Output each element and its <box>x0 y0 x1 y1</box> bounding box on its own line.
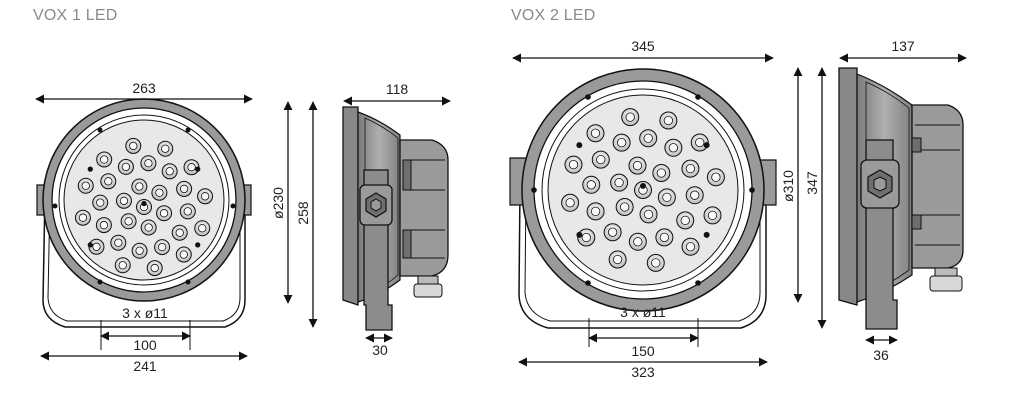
vox1-front-width-label: 263 <box>132 80 156 96</box>
vox2-led-lens <box>707 210 718 221</box>
vox2-bracket-thickness-label: 36 <box>873 347 889 363</box>
vox2-led-lens <box>695 137 705 148</box>
vox1-led-lens <box>81 181 90 190</box>
vox1-led-lens <box>135 182 144 191</box>
vox2-led-lens <box>659 232 670 243</box>
vox1-dimensions: 263 ø230 258 3 x ø11 100 241 <box>35 80 318 374</box>
vox1-led-lens <box>198 224 207 233</box>
vox2-led-lens <box>663 115 674 126</box>
vox1-led-lens <box>187 163 196 172</box>
vox1-led-lens <box>121 162 131 172</box>
vox2-bracket-width-label: 323 <box>631 364 655 380</box>
vox1-led-lens <box>129 141 138 151</box>
vox1-side-dimensions: 118 30 <box>343 81 451 358</box>
vox2-led-lens <box>614 177 624 188</box>
vox2-led-lens <box>656 168 666 178</box>
vox2-led-lens <box>643 133 653 143</box>
vox2-led-array <box>561 108 725 272</box>
vox1-led-lens <box>179 250 188 259</box>
vox2-diameter-label: ø310 <box>780 170 796 202</box>
vox1-led-lens <box>135 246 144 255</box>
vox1-led-lens <box>150 263 159 273</box>
vox2-led-lens <box>643 209 654 220</box>
vox2-marker-dot <box>640 182 646 189</box>
vox2-led-lens <box>625 112 635 122</box>
vox2-led-lens <box>616 137 627 148</box>
vox1-led-lens <box>159 209 169 218</box>
vox1-led-lens <box>155 188 164 197</box>
vox2-front-view <box>509 68 777 329</box>
vox2-height-label: 347 <box>804 171 820 195</box>
vox2-led-lens <box>662 192 672 203</box>
vox1-marker-dot <box>141 200 147 207</box>
vox1-led-lens <box>144 159 153 168</box>
vox2-led-lens <box>581 232 591 243</box>
vox1-bracket-width-label: 241 <box>133 358 157 374</box>
vox1-side-depth-label: 118 <box>386 81 409 97</box>
vox1-led-lens <box>183 207 192 216</box>
vox2-led-lens <box>596 154 606 165</box>
vox1-led-lens <box>100 155 109 164</box>
vox2-led-lens <box>620 202 630 212</box>
vox1-height-label: 258 <box>295 201 311 225</box>
vox1-led-lens <box>144 223 153 232</box>
vox2-title: VOX 2 LED <box>511 7 596 24</box>
vox1-led-lens <box>99 220 109 230</box>
vox1-led-lens <box>114 238 123 247</box>
vox2-marker-dot <box>576 142 583 149</box>
vox1-marker-dot <box>195 242 201 248</box>
vox2-led-lens <box>685 242 696 252</box>
vox2-marker-dot <box>703 142 710 149</box>
vox1-led-lens <box>118 261 127 270</box>
vox2-marker-dot <box>576 231 583 238</box>
vox1-led-lens <box>165 167 174 176</box>
vox2-led-lens <box>590 128 601 138</box>
vox2-side-view <box>838 67 964 330</box>
vox1-title: VOX 1 LED <box>33 7 118 24</box>
vox1-diameter-label: ø230 <box>270 187 286 219</box>
vox1-led-lens <box>179 184 189 194</box>
vox2-led-lens <box>612 254 623 265</box>
vox1-hole-spacing-label: 100 <box>133 337 157 353</box>
vox1-holes-label: 3 x ø11 <box>122 305 168 321</box>
vox1-led-lens <box>78 213 88 222</box>
vox2-led-lens <box>586 180 596 190</box>
vox2-dimensions: 345 ø310 347 3 x ø11 150 323 <box>512 38 827 380</box>
vox1-led-lens <box>200 192 210 201</box>
vox2-led-lens <box>711 172 721 182</box>
vox1-led-lens <box>157 242 167 252</box>
vox1-bracket-thickness-label: 30 <box>372 342 388 358</box>
vox2-led-lens <box>633 237 643 247</box>
vox2-marker-dot <box>703 231 710 238</box>
vox2-led-lens <box>632 160 643 171</box>
vox2-led-lens <box>690 190 700 200</box>
vox2-led-lens <box>568 159 579 170</box>
vox1-led-lens <box>104 177 113 186</box>
vox1-front-view <box>36 98 252 328</box>
vox1-marker-dot <box>87 242 93 248</box>
vox2-led-lens <box>607 227 618 237</box>
vox1-led-array <box>74 137 214 277</box>
vox1-led-lens <box>92 242 101 251</box>
vox2-hole-spacing-label: 150 <box>631 343 655 359</box>
vox2-led-lens <box>680 215 690 226</box>
vox2-side-depth-label: 137 <box>891 38 915 54</box>
vox2-led-lens <box>685 163 696 174</box>
vox2-side-dimensions: 137 36 <box>839 38 967 363</box>
vox1-led-lens <box>119 196 129 205</box>
vox2-led-lens <box>668 143 679 153</box>
vox1-marker-dot <box>195 166 201 172</box>
vox2-holes-label: 3 x ø11 <box>620 304 666 320</box>
vox2-led-lens <box>590 206 601 217</box>
vox2-front-width-label: 345 <box>631 38 655 54</box>
vox1-led-lens <box>96 198 105 207</box>
vox1-side-view <box>342 106 449 331</box>
vox1-led-lens <box>124 217 133 226</box>
vox2-led-lens <box>651 258 661 268</box>
vox1-led-lens <box>161 144 170 153</box>
vox1-marker-dot <box>87 166 93 172</box>
vox2-led-lens <box>565 198 575 208</box>
vox1-led-lens <box>175 228 184 237</box>
